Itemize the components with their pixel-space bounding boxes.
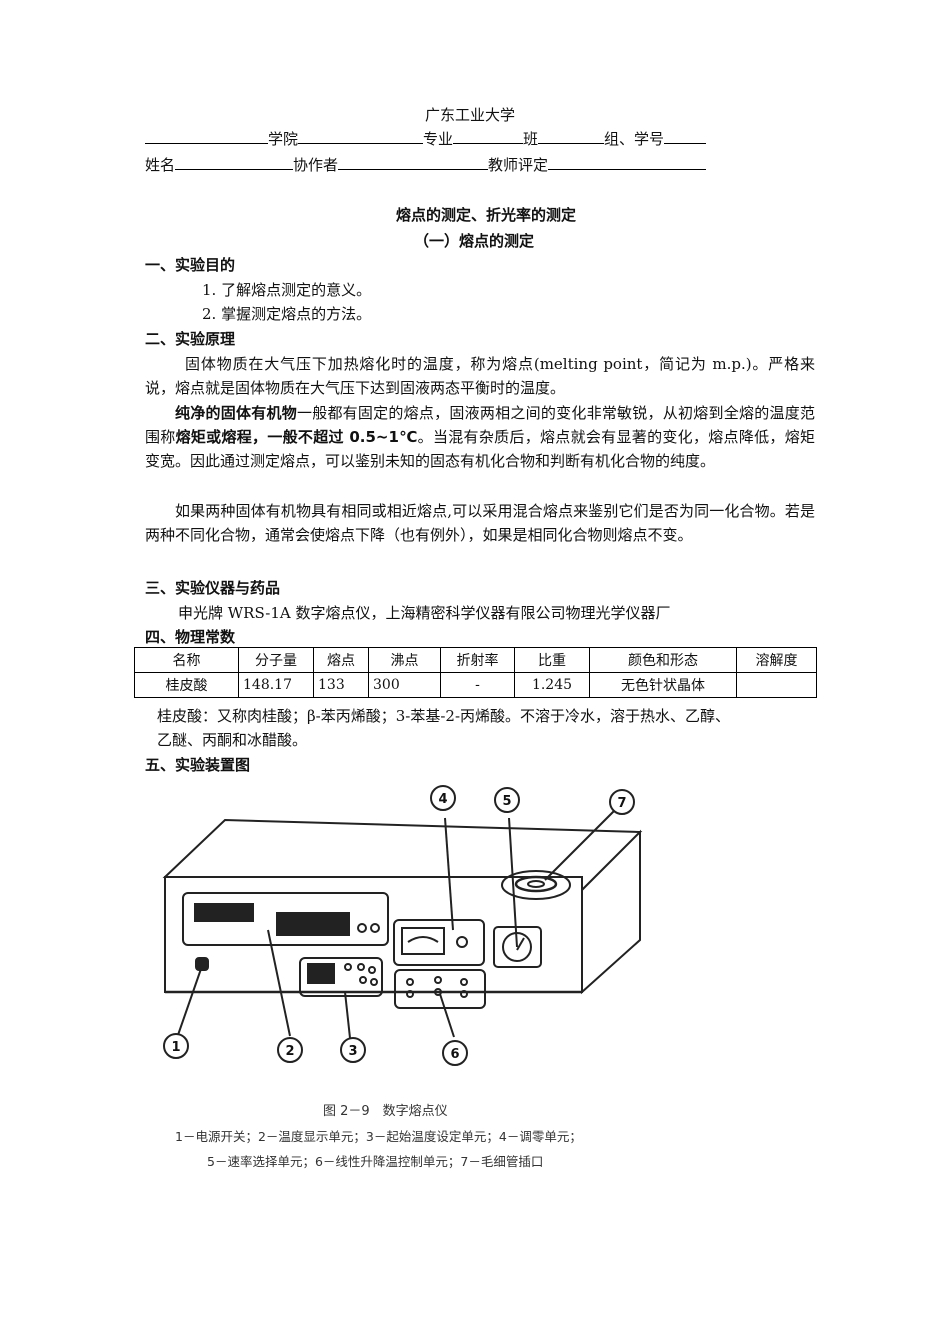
table-cell: 无色针状晶体 xyxy=(589,672,737,698)
table-cell: 148.17 xyxy=(238,672,314,698)
section-heading-equipment: 三、实验仪器与药品 xyxy=(145,579,281,597)
grade-blank[interactable] xyxy=(548,155,707,170)
major-blank[interactable] xyxy=(298,129,424,144)
table-header-cell: 颜色和形态 xyxy=(589,647,737,673)
major-label: 专业 xyxy=(423,130,454,148)
student-id-blank[interactable] xyxy=(664,129,707,144)
figure-legend-line-1: 1－电源开关；2－温度显示单元；3－起始温度设定单元；4－调零单元； xyxy=(175,1129,582,1144)
principle-paragraph-1: 固体物质在大气压下加热熔化时的温度，称为熔点(melting point，简记为… xyxy=(145,355,815,397)
page-subtitle: （一）熔点的测定 xyxy=(414,232,535,250)
principle-paragraph-2: 纯净的固体有机物一般都有固定的熔点，固液两相之间的变化非常敏锐，从初熔到全熔的温… xyxy=(145,401,815,473)
table-cell xyxy=(736,672,817,698)
principle-paragraph-2-text-a: 一般都有固定的熔点，固液两相之间的变化非常敏锐，从初熔到全熔的温度范围称 xyxy=(145,404,815,446)
callout-2: 2 xyxy=(285,1044,294,1059)
table-cell: - xyxy=(440,672,515,698)
table-header-cell: 溶解度 xyxy=(736,647,817,673)
table-header-row: 名称 分子量 熔点 沸点 折射率 比重 颜色和形态 溶解度 xyxy=(134,647,817,673)
class-label: 班 xyxy=(523,130,539,148)
table-row: 桂皮酸 148.17 133 300 - 1.245 无色针状晶体 xyxy=(134,672,817,698)
page-title: 熔点的测定、折光率的测定 xyxy=(396,206,577,224)
physical-constants-table: 名称 分子量 熔点 沸点 折射率 比重 颜色和形态 溶解度 桂皮酸 148.17… xyxy=(134,647,817,698)
callout-1: 1 xyxy=(171,1040,180,1055)
group-blank[interactable] xyxy=(538,129,605,144)
callout-5: 5 xyxy=(502,794,511,809)
partner-blank[interactable] xyxy=(338,155,489,170)
class-blank[interactable] xyxy=(453,129,524,144)
table-header-cell: 熔点 xyxy=(313,647,369,673)
section-heading-principle: 二、实验原理 xyxy=(145,330,236,348)
table-header-cell: 沸点 xyxy=(368,647,441,673)
melting-range-emphasis: 熔矩或熔程，一般不超过 0.5~1℃ xyxy=(175,428,418,446)
objective-item-1: 1. 了解熔点测定的意义。 xyxy=(202,281,372,299)
principle-paragraph-3: 如果两种固体有机物具有相同或相近熔点,可以采用混合熔点来鉴别它们是否为同一化合物… xyxy=(145,502,815,544)
cinnamic-acid-note-line-1: 桂皮酸：又称肉桂酸；β-苯丙烯酸；3-苯基-2-丙烯酸。不溶于冷水，溶于热水、乙… xyxy=(157,707,731,725)
callout-7: 7 xyxy=(617,796,626,811)
section-heading-objective: 一、实验目的 xyxy=(145,256,236,274)
table-cell: 1.245 xyxy=(514,672,590,698)
partner-label: 协作者 xyxy=(293,156,339,174)
pure-organic-emphasis: 纯净的固体有机物 xyxy=(175,404,297,422)
name-label: 姓名 xyxy=(145,156,176,174)
principle-paragraph-2-text-b: 。当混有杂质后，熔点就会有显著的变化，熔点降低，熔矩变宽。因此通过测定熔点，可以… xyxy=(145,428,815,470)
figure-caption: 图 2－9 数字熔点仪 xyxy=(323,1104,448,1119)
objective-item-2: 2. 掌握测定熔点的方法。 xyxy=(202,305,372,323)
callout-6: 6 xyxy=(450,1047,459,1062)
table-header-cell: 名称 xyxy=(134,647,239,673)
grade-label: 教师评定 xyxy=(488,156,549,174)
student-info-row-1: 学院 专业 班 组、学号 xyxy=(145,128,707,149)
section-heading-constants: 四、物理常数 xyxy=(145,628,236,646)
table-cell: 300 xyxy=(368,672,441,698)
melting-point-apparatus-figure: 1 2 3 4 5 6 7 xyxy=(162,785,643,1066)
table-header-cell: 分子量 xyxy=(238,647,314,673)
section-heading-apparatus: 五、实验装置图 xyxy=(145,756,251,774)
callout-4: 4 xyxy=(438,792,447,807)
college-blank[interactable] xyxy=(145,129,268,144)
figure-legend-line-2: 5－速率选择单元；6－线性升降温控制单元；7－毛细管插口 xyxy=(207,1154,544,1169)
callout-3: 3 xyxy=(348,1044,357,1059)
college-label: 学院 xyxy=(268,130,299,148)
group-id-label: 组、学号 xyxy=(604,130,665,148)
table-header-cell: 比重 xyxy=(514,647,590,673)
table-cell: 桂皮酸 xyxy=(134,672,239,698)
table-header-cell: 折射率 xyxy=(440,647,515,673)
university-name: 广东工业大学 xyxy=(425,106,516,124)
equipment-text: 申光牌 WRS-1A 数字熔点仪，上海精密科学仪器有限公司物理光学仪器厂 xyxy=(178,604,671,622)
student-info-row-2: 姓名 协作者 教师评定 xyxy=(145,154,707,175)
table-cell: 133 xyxy=(313,672,369,698)
cinnamic-acid-note-line-2: 乙醚、丙酮和冰醋酸。 xyxy=(157,731,308,749)
name-blank[interactable] xyxy=(175,155,294,170)
